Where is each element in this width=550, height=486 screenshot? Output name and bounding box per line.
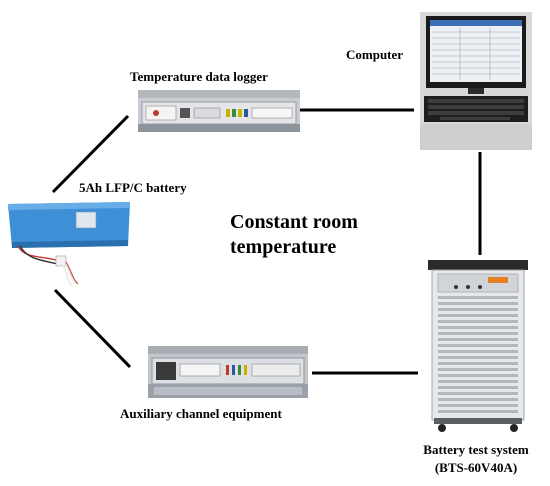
auxiliary-channel-equipment-image bbox=[148, 346, 308, 398]
aux-label: Auxiliary channel equipment bbox=[120, 406, 282, 421]
battery-label: 5Ah LFP/C battery bbox=[79, 180, 187, 195]
battery-image bbox=[8, 202, 130, 287]
computer-image bbox=[420, 12, 532, 150]
center-label-line1: Constant room bbox=[230, 211, 358, 233]
tester-label: Battery test system (BTS-60V40A) bbox=[406, 441, 546, 477]
logger-label: Temperature data logger bbox=[130, 69, 268, 84]
center-label-line2: temperature bbox=[230, 236, 337, 258]
computer-label: Computer bbox=[346, 47, 404, 62]
battery-test-system-image bbox=[428, 260, 528, 432]
center-label: Constant room temperature bbox=[230, 210, 358, 260]
edge-battery-aux bbox=[53, 288, 132, 369]
tester-label-line2: (BTS-60V40A) bbox=[434, 460, 518, 475]
edge-battery-logger bbox=[51, 114, 130, 194]
tester-label-line1: Battery test system bbox=[423, 442, 529, 457]
temperature-data-logger-image bbox=[138, 90, 300, 132]
